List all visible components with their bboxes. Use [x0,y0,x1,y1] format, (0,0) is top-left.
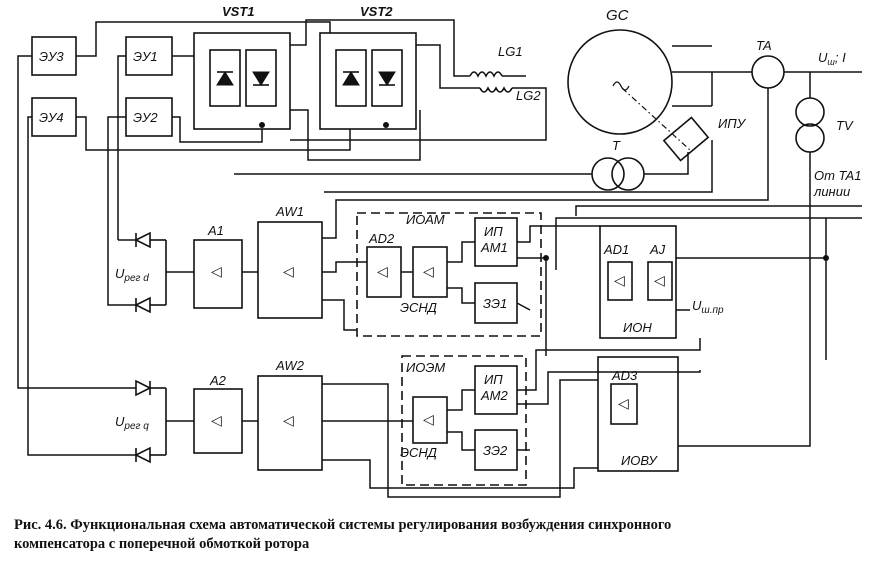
ad3-label: AD3 [611,368,638,383]
ze2-label: ЗЭ2 [483,443,508,458]
eu4-label: ЭУ4 [39,110,64,125]
ad2-label: AD2 [368,231,395,246]
ion-block [599,225,677,339]
u-sh-label: Uш; I [818,50,846,67]
ioem-frame [401,355,527,486]
diode-pair-q [118,379,194,464]
tv-transformer-top [795,97,825,127]
a1-block [193,239,243,309]
eu1-label: ЭУ1 [133,49,158,64]
iovu-block [597,356,679,472]
esnd2-amp-symbol: ◁ [423,411,434,427]
u-reg-q-label: Uрег q [115,414,149,432]
linii-label: линии [813,184,850,199]
ipu-label: ИПУ [718,116,747,131]
eu2-label: ЭУ2 [133,110,158,125]
iovu-label: ИОВУ [621,453,658,468]
aj-amp-symbol: ◁ [654,272,665,288]
functional-diagram: ЭУ3 ЭУ1 ЭУ4 ЭУ2 VST1 VST2 LG1 LG2 GC TA … [17,4,862,498]
aw1-amp-symbol: ◁ [283,263,294,279]
ad1-label: AD1 [603,242,629,257]
aw2-block [257,375,323,471]
vst2-label: VST2 [360,4,393,19]
ad1-amp-symbol: ◁ [614,272,625,288]
ta-transformer [751,55,785,89]
vst2-frame [319,32,417,130]
tv-transformer-bottom [795,123,825,153]
t-transformer-left [591,157,625,191]
esnd1-label: ЭСНД [400,300,437,315]
u-sh-pr-label: Uш.пр [692,298,724,316]
caption-line-1: Рис. 4.6. Функциональная схема автоматич… [14,517,672,533]
lg1-label: LG1 [498,44,523,59]
vst1-label: VST1 [222,4,255,19]
aw2-amp-symbol: ◁ [283,412,294,428]
eu3-label: ЭУ3 [39,49,64,64]
aj-label: AJ [649,242,666,257]
aj-block [647,261,673,301]
ip-am2-line2: AM2 [480,388,509,403]
ad2-amp-symbol: ◁ [377,263,388,279]
a1-label: A1 [207,223,224,238]
diode-pair-d [118,231,194,314]
ad3-amp-symbol: ◁ [618,395,629,411]
ipu-sensor [662,116,710,162]
a2-label: A2 [209,373,227,388]
ze1-label: ЗЭ1 [483,296,507,311]
ioam-label: ИОАМ [406,212,445,227]
a1-amp-symbol: ◁ [211,263,222,279]
ip-am1-line2: AM1 [480,240,508,255]
a2-amp-symbol: ◁ [211,412,222,428]
tv-label: TV [836,118,854,133]
lg2-label: LG2 [516,88,541,103]
ip-am1-line1: ИП [484,224,503,239]
ioem-label: ИОЭМ [406,360,445,375]
aw2-label: AW2 [275,358,305,373]
ta-label: TA [756,38,772,53]
esnd2-amp [412,396,448,444]
vst1-frame [193,32,291,130]
figure-caption: Рис. 4.6. Функциональная схема автоматич… [14,516,876,554]
gc-machine [567,29,673,135]
ioam-frame [356,212,542,337]
aw1-block [257,221,323,319]
ad1-block [607,261,633,301]
esnd2-label: ЭСНД [400,445,437,460]
ion-label: ИОН [623,320,652,335]
ip-am2-line1: ИП [484,372,503,387]
caption-line-2: компенсатора с поперечной обмоткой ротор… [14,536,310,552]
gc-label: GC [606,7,629,24]
t-transformer-right [611,157,645,191]
ot-ta1-label: От TA1 [814,168,861,183]
t-label: T [612,138,621,153]
u-reg-d-label: Uрег d [115,266,149,284]
ad3-block [610,383,638,425]
aw1-label: AW1 [275,204,304,219]
esnd1-amp-symbol: ◁ [423,263,434,279]
